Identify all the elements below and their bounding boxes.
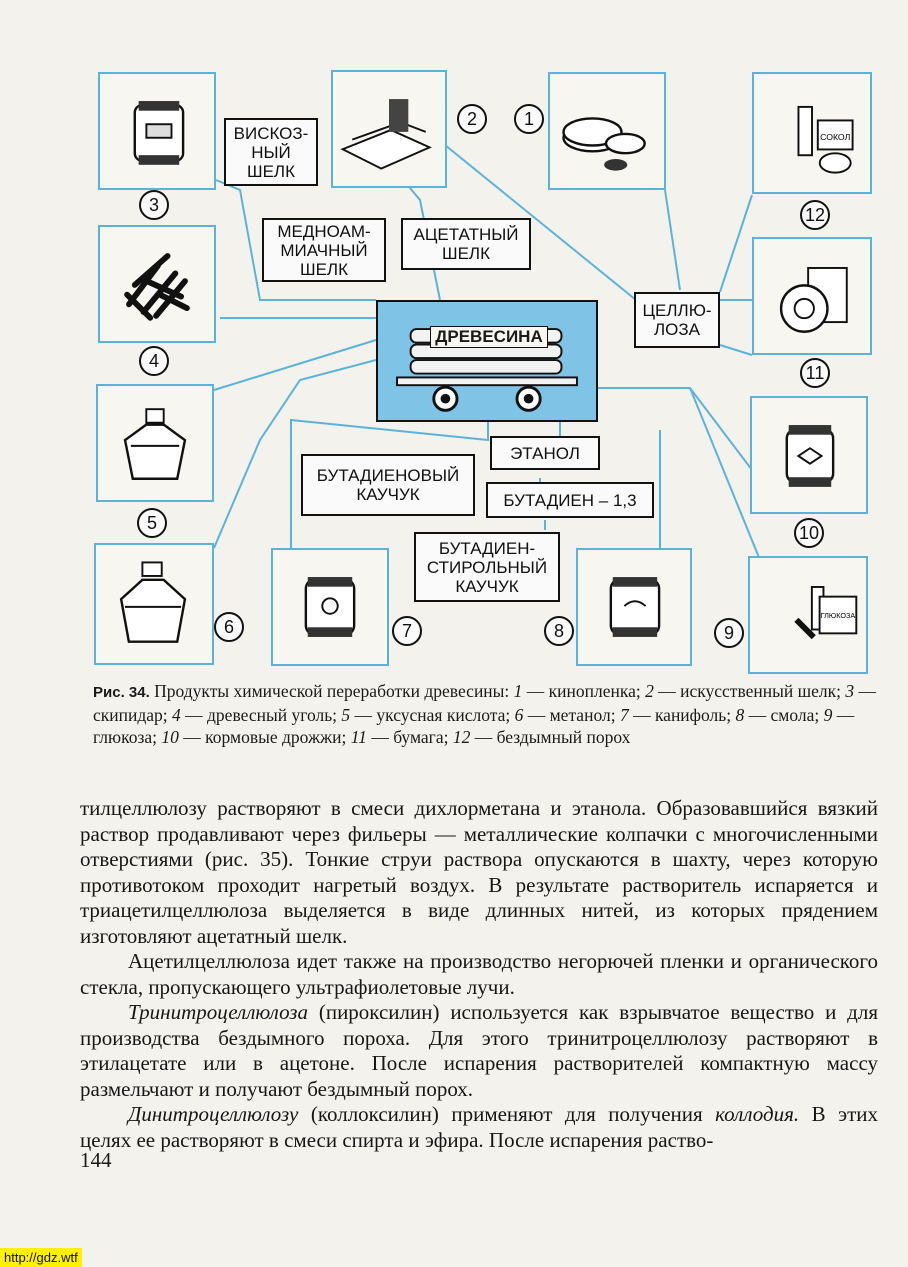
wood-label: ДРЕВЕСИНА [430, 326, 548, 348]
caption-num: 6 [514, 705, 524, 725]
paragraph-3: Тринитроцеллюлоза (пироксилин) используе… [80, 1000, 878, 1102]
product-box-4-charcoal [98, 225, 216, 343]
product-box-8-resin [576, 548, 692, 666]
caption-text: — кормовые дрожжи; [178, 727, 351, 747]
body-text: тилцеллюлозу растворяют в смеси дихлорме… [80, 796, 878, 1153]
term-collodion: коллодия. [715, 1102, 800, 1126]
caption-num: 10 [161, 727, 179, 747]
paragraph-4: Динитроцеллюлозу (коллоксилин) применяют… [80, 1102, 878, 1153]
figure-caption: Рис. 34. Продукты химической переработки… [93, 680, 878, 748]
number-4: 4 [139, 346, 169, 376]
paragraph-1: тилцеллюлозу растворяют в смеси дихлорме… [80, 796, 878, 948]
wood-center-box: ДРЕВЕСИНА [376, 300, 598, 422]
caption-text: — метанол; [523, 705, 620, 725]
page-number: 144 [80, 1148, 112, 1172]
barrel-icon [304, 577, 356, 637]
bottle-icon [119, 561, 187, 643]
caption-num: 4 [172, 705, 181, 725]
butadiene-label: БУТАДИЕН – 1,3 [486, 482, 654, 518]
number-3: 3 [139, 190, 169, 220]
paragraph-2: Ацетилцеллюлоза идет также на производст… [80, 949, 878, 999]
barrel-icon [609, 577, 661, 637]
glucose-label: ГЛЮКОЗА [821, 611, 856, 620]
number-7: 7 [392, 616, 422, 646]
product-box-10-feed-yeast [750, 396, 868, 514]
fabric-spool-icon [340, 99, 432, 170]
number-10: 10 [794, 518, 824, 548]
caption-num: 1 [513, 681, 523, 701]
viscose-silk-label: ВИСКОЗ- НЫЙ ШЕЛК [224, 118, 318, 186]
product-box-12-smokeless-powder: СОКОЛ [752, 72, 872, 194]
caption-text: — бумага; [366, 727, 453, 747]
product-box-3-turpentine [98, 72, 216, 190]
paragraph-4-text: (коллоксилин) применяют для получения [298, 1102, 716, 1126]
caption-num: 9 [823, 705, 833, 725]
caption-text: — канифоль; [628, 705, 736, 725]
caption-num: 12 [452, 727, 471, 747]
product-box-6-methanol [94, 543, 214, 665]
paragraph-4-rest: В этих целях ее растворяют в смеси спирт… [80, 1102, 878, 1152]
caption-intro: Продукты химической переработки древесин… [149, 681, 514, 701]
product-box-11-paper [752, 237, 872, 355]
cellulose-label: ЦЕЛЛЮ- ЛОЗА [634, 292, 720, 348]
barrel-icon [785, 425, 835, 487]
caption-text: — бездымный порох [470, 727, 631, 747]
caption-text: — уксусная кислота; [350, 705, 515, 725]
caption-text: — древесный уголь; [180, 705, 342, 725]
ethanol-label: ЭТАНОЛ [490, 436, 600, 470]
number-2: 2 [457, 104, 487, 134]
product-box-9-glucose: ГЛЮКОЗА [748, 556, 868, 674]
paragraph-3-text: (пироксилин) используется как взрывчатое… [80, 1000, 878, 1101]
source-url[interactable]: http://gdz.wtf [0, 1248, 82, 1267]
caption-text: — кинопленка; [522, 681, 646, 701]
product-box-1-film [548, 72, 666, 190]
styrene-butadiene-rubber-label: БУТАДИЕН- СТИРОЛЬНЫЙ КАУЧУК [414, 532, 560, 602]
glucose-box-icon: ГЛЮКОЗА [794, 586, 858, 640]
barrel-icon [133, 101, 185, 165]
diagram-connectors [213, 144, 761, 561]
number-5: 5 [137, 508, 167, 538]
number-8: 8 [544, 616, 574, 646]
caption-lead: Рис. 34. [93, 684, 150, 701]
caption-text: — скипидар; [93, 681, 876, 725]
powder-box-icon: СОКОЛ [797, 105, 854, 174]
caption-text: — глюкоза; [93, 705, 855, 747]
charcoal-icon [124, 253, 190, 321]
bottle-icon [123, 408, 187, 480]
number-11: 11 [800, 358, 830, 388]
film-reel-icon [562, 117, 646, 171]
acetate-silk-label: АЦЕТАТНЫЙ ШЕЛК [401, 218, 531, 270]
butadiene-rubber-label: БУТАДИЕНОВЫЙ КАУЧУК [301, 454, 475, 516]
number-9: 9 [714, 618, 744, 648]
caption-text: — смола; [744, 705, 824, 725]
number-1: 1 [514, 104, 544, 134]
number-12: 12 [800, 200, 830, 230]
term-dinitrocellulose: Динитроцеллюлозу [128, 1102, 299, 1126]
caption-text: — искусственный шелк; [653, 681, 846, 701]
number-6: 6 [214, 612, 244, 642]
caption-num: 11 [350, 727, 367, 747]
copper-ammonia-silk-label: МЕДНОАМ- МИАЧНЫЙ ШЕЛК [262, 218, 386, 282]
product-box-5-acetic-acid [96, 384, 214, 502]
product-box-2-artificial-silk [331, 70, 447, 188]
paper-roll-icon [779, 267, 848, 333]
caption-num: 7 [619, 705, 629, 725]
caption-num: 5 [341, 705, 351, 725]
sokol-label: СОКОЛ [820, 132, 850, 142]
caption-num: 2 [645, 681, 654, 701]
product-box-7-rosin [271, 548, 389, 666]
wood-cart-icon [396, 328, 578, 412]
caption-num: 3 [845, 681, 855, 701]
caption-num: 8 [735, 705, 745, 725]
term-trinitrocellulose: Тринитроцеллюлоза [128, 1000, 308, 1024]
